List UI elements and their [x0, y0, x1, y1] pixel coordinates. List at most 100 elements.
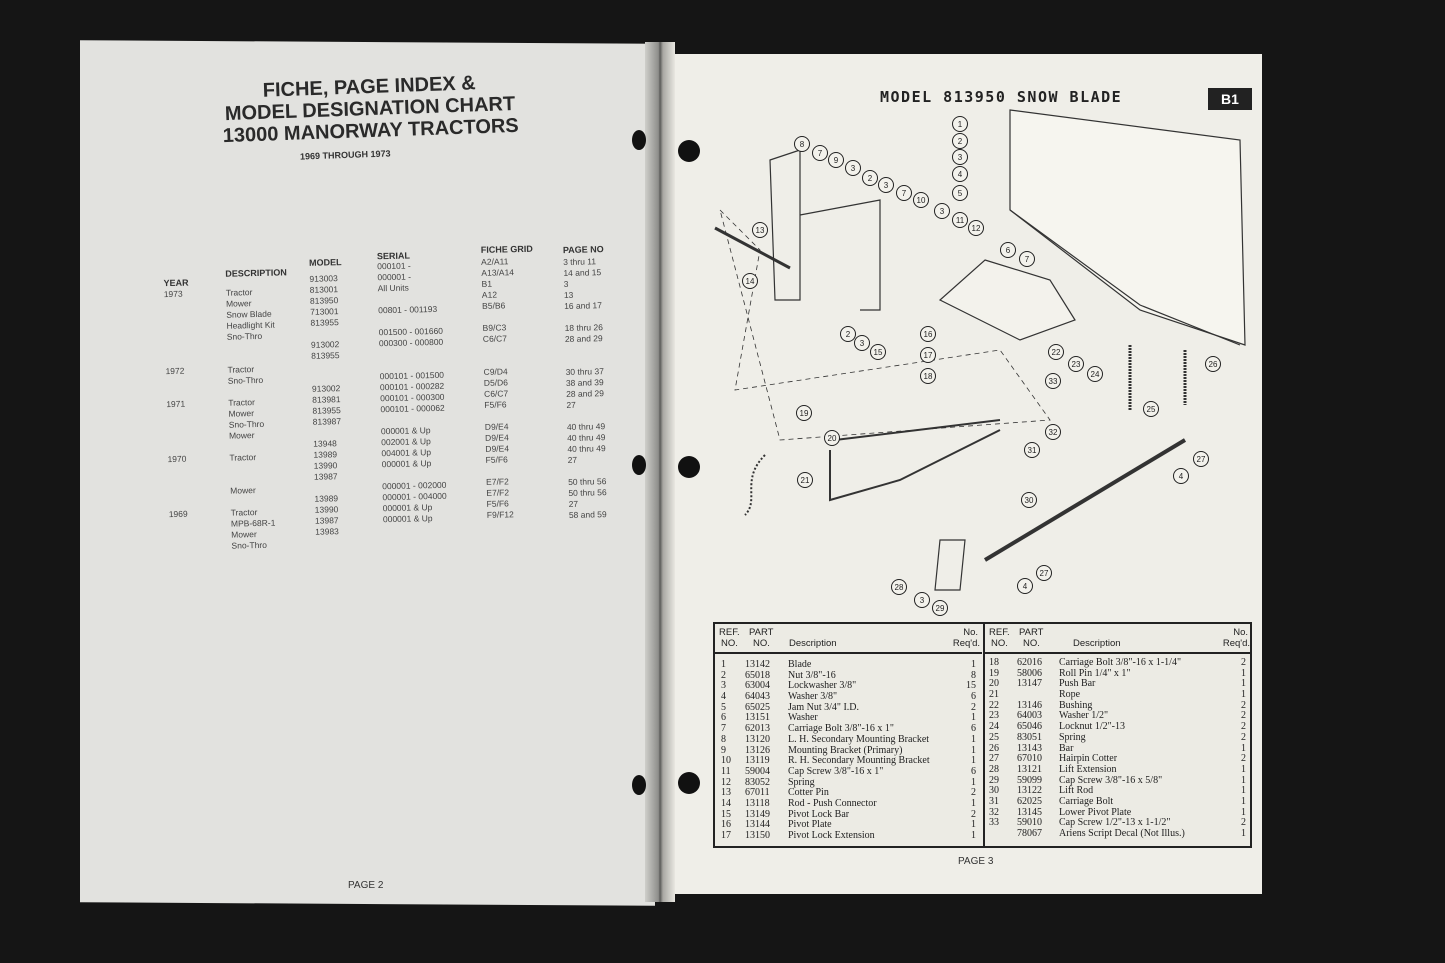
cell-ref: 16	[721, 819, 731, 831]
callout-number: 17	[924, 351, 933, 360]
parts-list-right: REF. NO. PART NO. Description No. Req'd.…	[983, 624, 1252, 846]
cell-ref: 2	[721, 669, 726, 681]
blade-shape	[1009, 109, 1246, 346]
cell-req: 1	[1241, 763, 1246, 775]
cell-ref: 17	[721, 830, 731, 841]
cell-desc: Cap Screw 3/8"-16 x 5/8"	[1059, 774, 1163, 786]
cell-ref: 33	[989, 817, 999, 829]
callout-circle	[1205, 356, 1221, 372]
callout-circle	[1045, 373, 1061, 389]
callout-circle	[1087, 366, 1103, 382]
cell-part: 62016	[1017, 657, 1042, 668]
callout-number: 18	[924, 372, 933, 381]
callout-number: 8	[800, 140, 805, 149]
callout-circle	[914, 592, 930, 608]
cell-part: 13126	[745, 744, 770, 756]
cell-part: 13150	[745, 830, 770, 841]
cell-desc: Cap Screw 1/2"-13 x 1-1/2"	[1059, 817, 1171, 829]
callout-number: 30	[1025, 496, 1034, 505]
callout-circle	[932, 600, 948, 616]
callout-circle	[968, 220, 984, 236]
cell-ref: 8	[721, 733, 726, 745]
callout-number: 14	[746, 277, 755, 286]
callout-number: 7	[902, 189, 907, 198]
callout-circle	[742, 273, 758, 289]
cell-req: 1	[971, 830, 976, 841]
callout-circle	[828, 152, 844, 168]
cell-part: 65018	[745, 669, 770, 681]
header-ref: NO.	[721, 638, 738, 649]
callout-number: 3	[920, 596, 925, 605]
cell-ref: 20	[989, 678, 999, 690]
cell-desc: Bar	[1059, 742, 1074, 754]
header-part: PART	[749, 627, 774, 638]
callout-circle	[1173, 468, 1189, 484]
pivot-plate-shape	[938, 259, 1076, 341]
callout-number: 4	[1023, 582, 1028, 591]
cell-ref: 30	[989, 785, 999, 797]
cell-ref: 6	[721, 712, 726, 724]
cell-desc: Roll Pin 1/4" x 1"	[1059, 667, 1131, 679]
callout-circle	[824, 430, 840, 446]
table-header: REF. NO. PART NO. Description No. Req'd.	[985, 624, 1252, 654]
cell-desc: Locknut 1/2"-13	[1059, 721, 1126, 733]
cell-req: 2	[1241, 817, 1246, 829]
callout-number: 7	[818, 149, 823, 158]
parts-list-table: REF. NO. PART NO. Description No. Req'd.…	[713, 622, 1252, 848]
callout-number: 12	[972, 224, 981, 233]
cell-req: 1	[971, 797, 976, 809]
cell-req: 1	[1241, 667, 1246, 679]
callout-circle	[812, 145, 828, 161]
cell-part: 13145	[1017, 806, 1042, 818]
cell-ref: 1	[721, 659, 726, 670]
cell-req: 2	[1241, 753, 1246, 765]
cell-req: 15	[966, 680, 976, 692]
cell-ref: 26	[989, 742, 999, 754]
cell-ref: 24	[989, 721, 999, 733]
book-spine	[645, 42, 675, 902]
callout-number: 3	[851, 164, 856, 173]
cell-req: 1	[1241, 678, 1246, 690]
callout-number: 22	[1052, 348, 1061, 357]
binder-hole	[678, 772, 700, 794]
cell-part: 13121	[1017, 763, 1042, 775]
cell-desc: Carriage Bolt 3/8"-16 x 1-1/4"	[1059, 657, 1182, 668]
cell-req: 6	[971, 691, 976, 703]
cell-part: 13118	[745, 797, 770, 809]
cell-req: 6	[971, 765, 976, 777]
cell-req: 2	[1241, 710, 1246, 722]
cell-req: 1	[1241, 774, 1246, 786]
cell-desc: Spring	[788, 776, 815, 788]
callout-circle	[845, 160, 861, 176]
cell-part: 78067	[1017, 828, 1042, 839]
callout-circle	[952, 116, 968, 132]
header-part: NO.	[1023, 638, 1040, 649]
callout-circle	[896, 185, 912, 201]
cell-desc: Rope	[1059, 689, 1081, 701]
binder-hole	[632, 130, 646, 150]
callout-number: 3	[958, 153, 963, 162]
callout-number: 2	[846, 330, 851, 339]
cell-ref: 7	[721, 723, 726, 735]
cell-part: 13122	[1017, 785, 1042, 797]
callout-number: 28	[895, 583, 904, 592]
callout-circle	[920, 326, 936, 342]
callout-number: 2	[958, 137, 963, 146]
cell-part: 67011	[745, 787, 770, 799]
cell-desc: Spring	[1059, 731, 1086, 743]
